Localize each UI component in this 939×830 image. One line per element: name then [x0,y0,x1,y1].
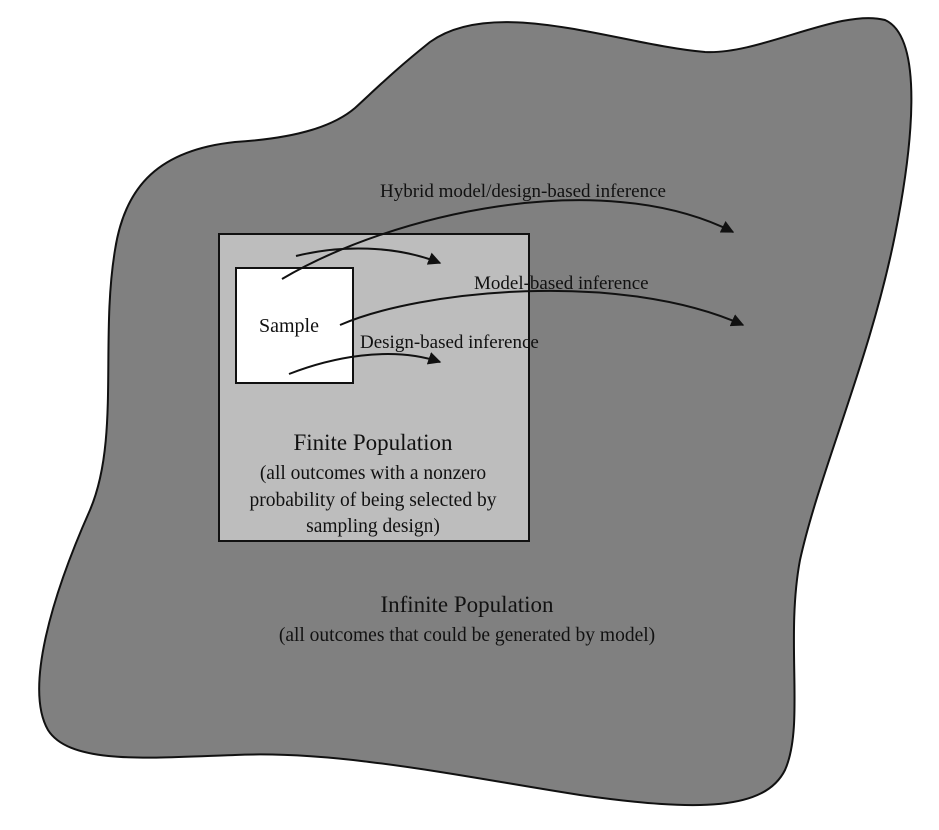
finite-population-desc-line3: sampling design) [306,516,440,537]
hybrid-finite-arrow [295,247,442,265]
hybrid-inference-arrow [281,199,735,280]
model-inference-arrow [339,289,745,327]
sample-label: Sample [259,315,319,337]
model-inference-label: Model-based inference [474,273,649,294]
hybrid-inference-label: Hybrid model/design-based inference [380,181,666,202]
design-inference-arrow [288,352,442,375]
infinite-population-title: Infinite Population [380,592,554,617]
finite-population-title: Finite Population [293,430,453,455]
sample-box [235,267,354,384]
infinite-population-subtitle: (all outcomes that could be generated by… [279,625,655,646]
finite-population-desc-line1: (all outcomes with a nonzero [260,463,486,484]
design-inference-label: Design-based inference [360,332,539,353]
finite-population-desc-line2: probability of being selected by [250,490,497,511]
